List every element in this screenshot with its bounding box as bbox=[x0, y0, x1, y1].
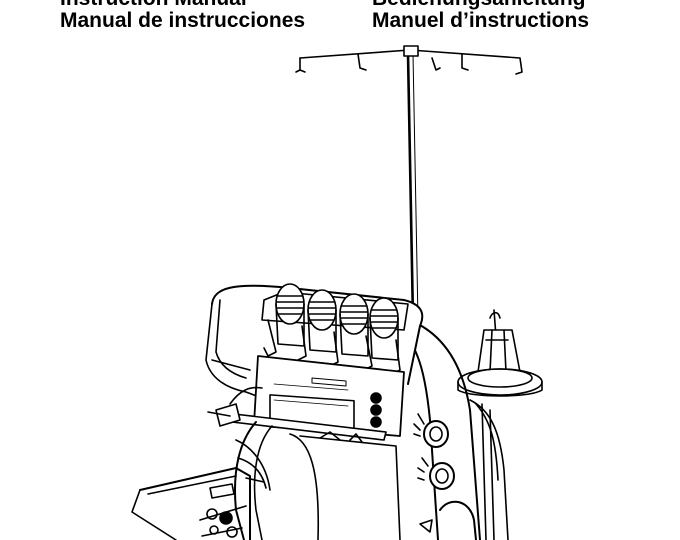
looper-mechanism bbox=[200, 506, 246, 537]
title-english: Instruction Manual bbox=[60, 0, 247, 11]
title-french: Manuel d’instructions bbox=[372, 9, 590, 32]
side-dials bbox=[414, 414, 454, 489]
cone-holder bbox=[458, 310, 542, 396]
tension-dials bbox=[276, 284, 398, 360]
title-german: Bedienungsanleitung bbox=[372, 0, 586, 11]
handwheel bbox=[420, 502, 476, 540]
machine-body bbox=[132, 284, 508, 540]
thread-stand bbox=[296, 46, 522, 320]
title-spanish: Manual de instrucciones bbox=[60, 9, 306, 32]
